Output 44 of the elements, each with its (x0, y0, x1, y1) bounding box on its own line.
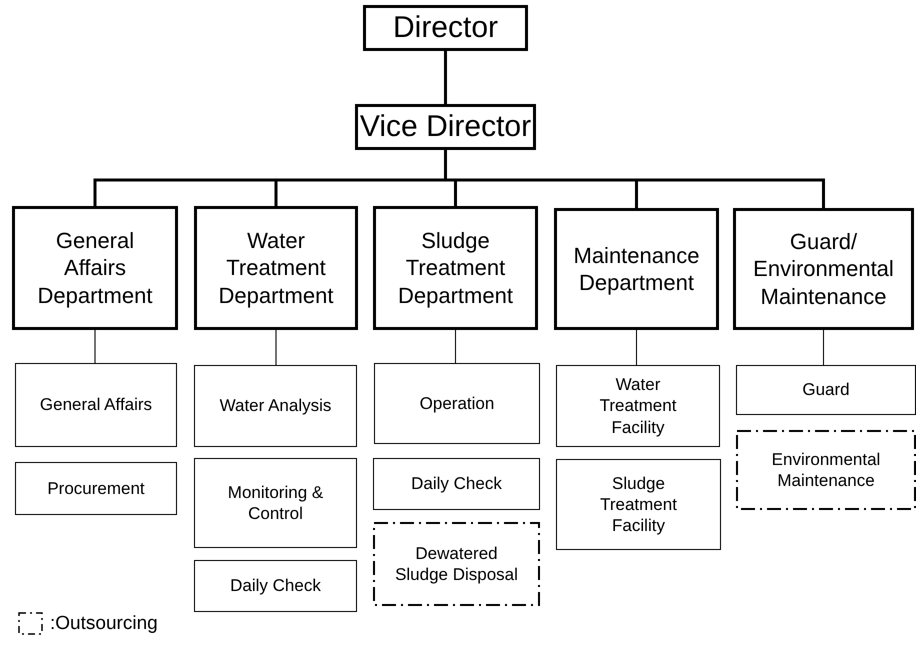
unit-name: Vice Director (360, 109, 532, 146)
unit-name: Maintenance Department (572, 242, 700, 296)
department-box (363, 5, 528, 51)
unit-name: Environmental Maintenance (770, 448, 882, 492)
connector-line (823, 330, 824, 366)
unit-box (556, 365, 720, 447)
unit-box (194, 458, 357, 548)
unit-box (194, 365, 357, 447)
unit-box (736, 365, 916, 415)
legend-text: :Outsourcing (50, 613, 158, 635)
department-box (554, 208, 719, 330)
outsourced-unit-box (373, 522, 540, 606)
unit-box (373, 458, 540, 510)
department-box (733, 208, 914, 330)
department-box (373, 206, 538, 330)
unit-name: Water Treatment Facility (598, 374, 678, 438)
unit-name: Guard/ Environmental Maintenance (752, 228, 895, 310)
unit-name: Water Treatment Department (218, 226, 334, 310)
unit-box (374, 363, 540, 444)
unit-box (556, 459, 721, 550)
department-box (12, 206, 178, 330)
unit-name: Guard (802, 379, 850, 401)
unit-name: Monitoring & Control (226, 482, 324, 524)
unit-name: Daily Check (230, 575, 321, 597)
unit-name: Procurement (47, 478, 145, 500)
connector-line (636, 330, 637, 366)
unit-name: General Affairs Department (36, 226, 154, 310)
connector-line (444, 150, 825, 208)
department-box (194, 206, 358, 330)
unit-name: Water Analysis (220, 395, 332, 417)
unit-box (15, 462, 177, 515)
unit-box (194, 560, 357, 612)
unit-name: Operation (420, 392, 494, 414)
unit-name: Sludge Treatment Department (397, 226, 514, 310)
connector-line (455, 330, 456, 364)
outsourced-unit-box (736, 430, 916, 510)
connector-line (444, 51, 447, 104)
unit-box (15, 363, 177, 447)
unit-name: Daily Check (411, 473, 502, 495)
unit-name: Dewatered Sludge Disposal (395, 542, 518, 586)
unit-name: Sludge Treatment Facility (599, 472, 678, 536)
unit-name: Director (392, 10, 498, 46)
connector-line (94, 330, 96, 364)
unit-name: General Affairs (40, 394, 152, 416)
